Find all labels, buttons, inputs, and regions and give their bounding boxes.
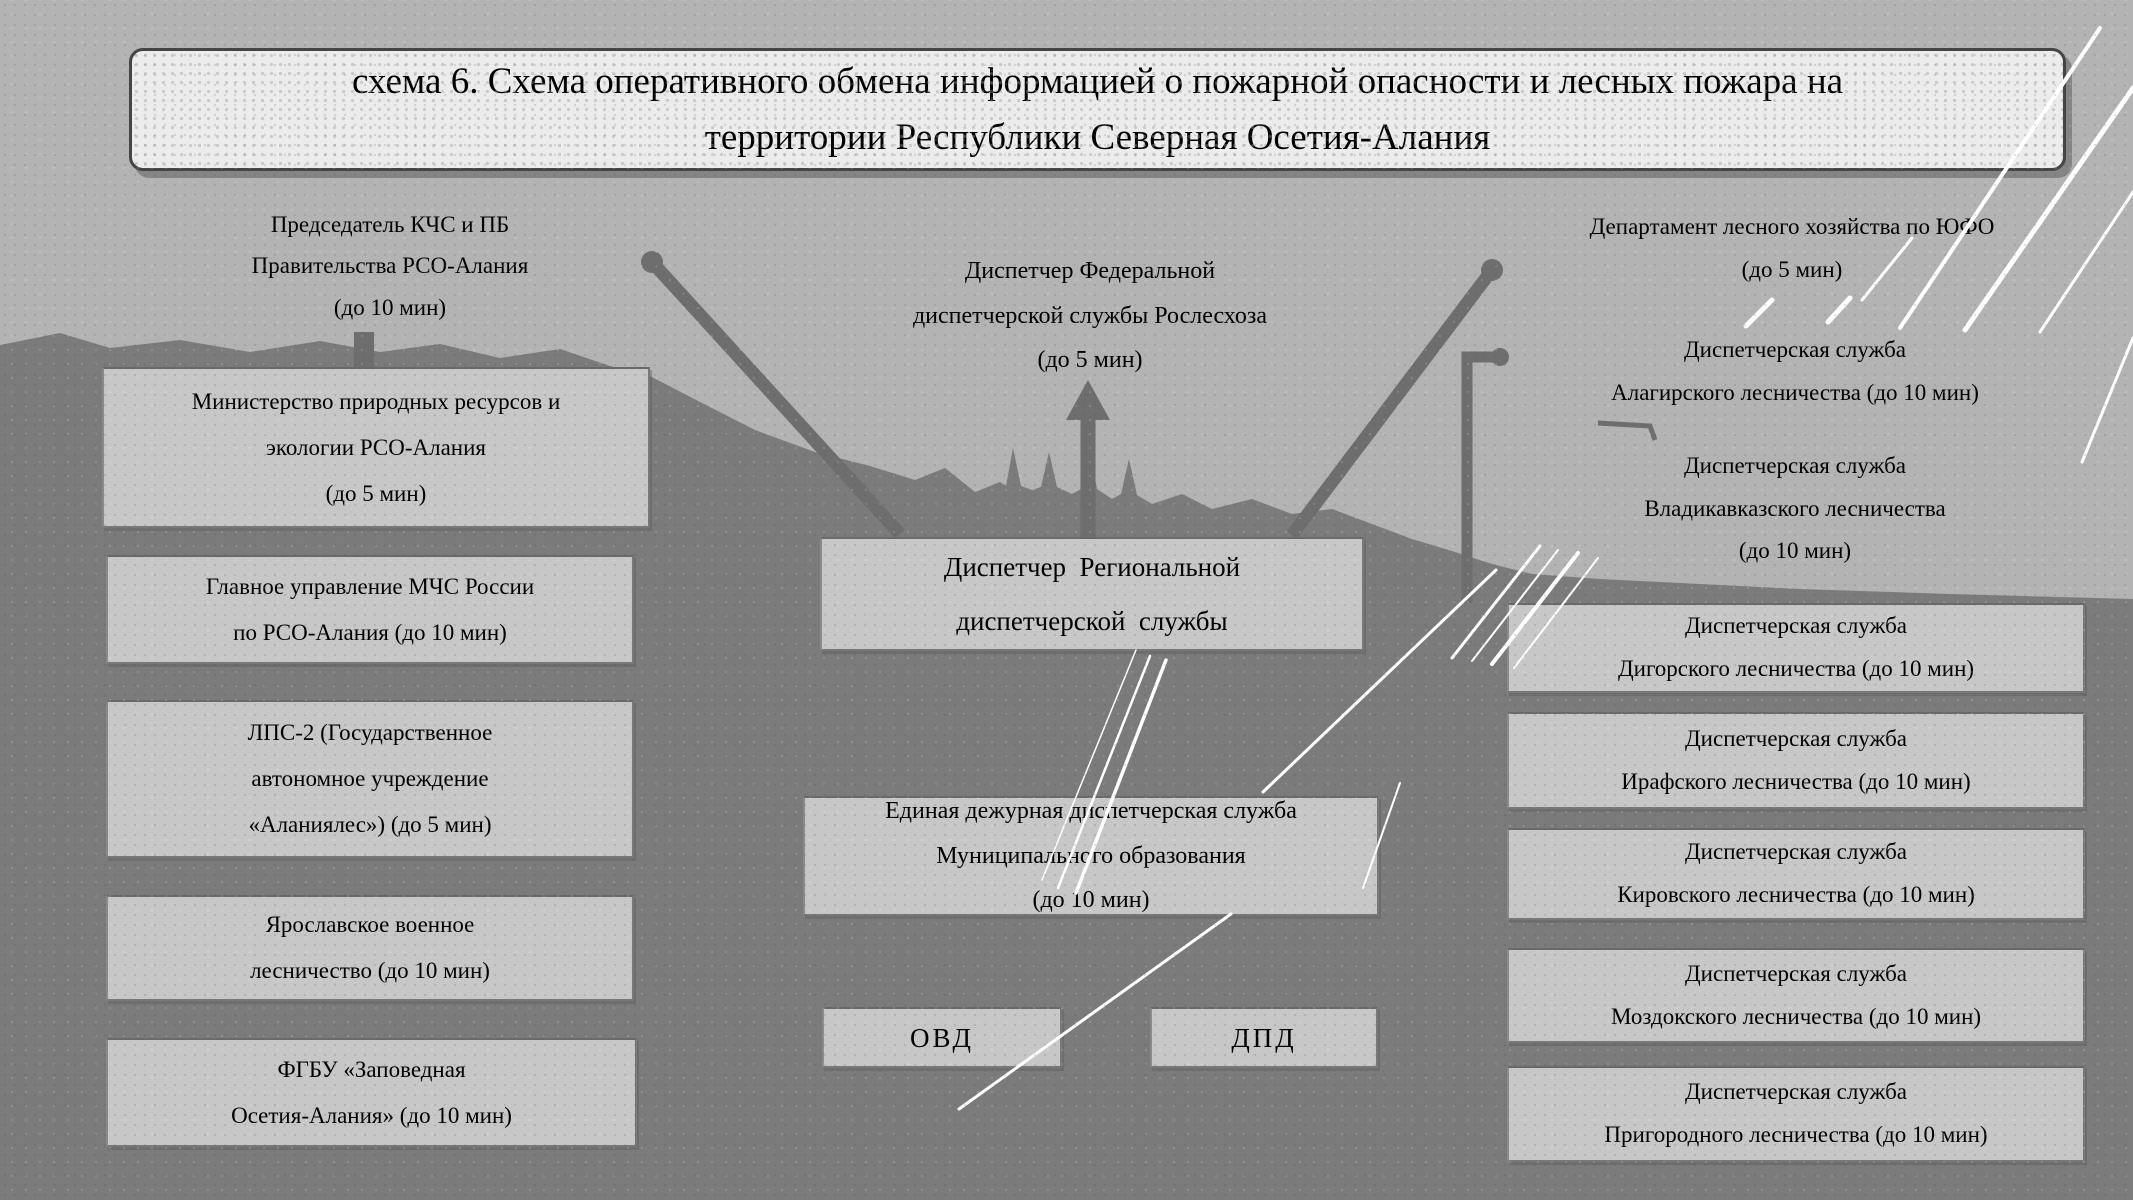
node-dispatch-prigorod: Диспетчерская служба Пригородного леснич…	[1507, 1066, 2085, 1162]
right-elbow-connector	[1461, 351, 1496, 603]
node-dispatch-iraf: Диспетчерская служба Ирафского лесничест…	[1507, 712, 2085, 809]
regional-to-chairman-endpoint	[641, 251, 663, 273]
regional-to-chairman-line	[647, 257, 905, 539]
node-ovd: ОВД	[822, 1007, 1062, 1068]
node-dispatch-vladikavkaz: Диспетчерская служба Владикавказского ле…	[1644, 453, 1946, 564]
chairman-ministry-bar	[354, 332, 374, 374]
node-ministry-natural-resources: Министерство природных ресурсов и эколог…	[102, 367, 650, 528]
node-dispatch-mozdok: Диспетчерская служба Моздокского лесниче…	[1507, 948, 2085, 1043]
diagram-title: схема 6. Схема оперативного обмена инфор…	[129, 48, 2066, 171]
connector-lines	[354, 251, 1658, 603]
node-edds-municipal: Единая дежурная диспетчерская служба Мун…	[803, 796, 1379, 916]
node-dispatch-digora: Диспетчерская служба Дигорского лесничес…	[1507, 603, 2085, 693]
up-arrowhead	[1066, 380, 1110, 420]
regional-to-dept-line	[1286, 266, 1498, 539]
node-fgbu-zapovednaya: ФГБУ «Заповедная Осетия-Алания» (до 10 м…	[106, 1038, 637, 1147]
small-hook-dash	[1597, 420, 1658, 441]
right-elbow-endpoint	[1491, 348, 1509, 366]
regional-to-dept-endpoint	[1481, 259, 1503, 281]
node-regional-dispatcher: Диспетчер Региональной диспетчерской слу…	[820, 537, 1364, 651]
node-dpd: ДПД	[1150, 1007, 1378, 1068]
node-dept-forestry-ufo: Департамент лесного хозяйства по ЮФО (до…	[1589, 214, 1995, 282]
node-dispatch-kirov: Диспетчерская служба Кировского лесничес…	[1507, 828, 2085, 920]
node-chairman-kchs: Председатель КЧС и ПБ Правительства РСО-…	[251, 211, 529, 320]
node-emercom-main-directorate: Главное управление МЧС России по РСО-Ала…	[106, 555, 634, 664]
node-military-forestry: Ярославское военное лесничество (до 10 м…	[106, 895, 634, 1001]
node-lps2-alaniyales: ЛПС-2 (Государственное автономное учрежд…	[106, 700, 634, 858]
node-federal-dispatcher: Диспетчер Федеральной диспетчерской служ…	[912, 258, 1268, 374]
node-dispatch-alagir: Диспетчерская служба Алагирского лесниче…	[1611, 337, 1979, 405]
